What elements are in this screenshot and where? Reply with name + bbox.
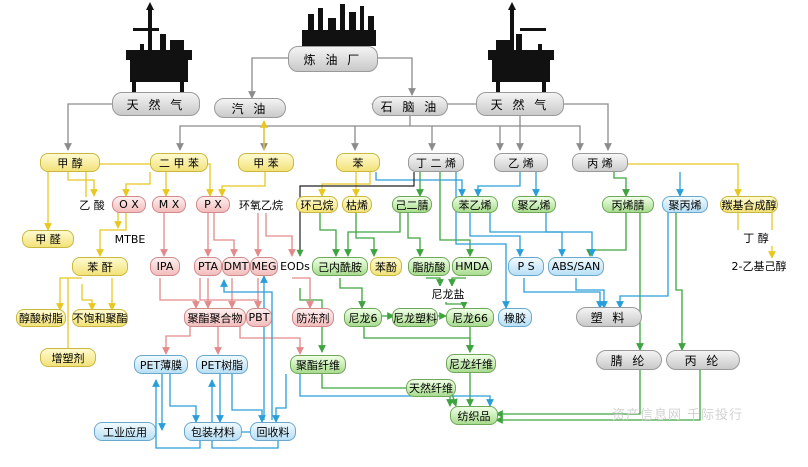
node-alkyd-resin: 醇酸树脂 <box>16 309 66 327</box>
node-adipic-acid: 脂肪酸 <box>408 257 450 276</box>
node-nylon-plastic: 尼龙塑料 <box>392 308 438 327</box>
node-natural-fiber: 天然纤维 <box>406 379 456 397</box>
black-connectors <box>296 172 415 257</box>
node-rubber: 橡胶 <box>498 308 532 327</box>
node-antifreeze: 防冻剂 <box>292 308 334 327</box>
node-polyester-compound: 聚酯聚合物 <box>184 308 246 327</box>
node-nylon6: 尼龙6 <box>344 308 382 327</box>
node-phthalic-anhydride: 苯 酐 <box>72 257 128 276</box>
node-nylon66: 尼龙66 <box>446 308 494 327</box>
node-toluene: 甲 苯 <box>238 153 294 172</box>
node-polypropylene-fiber: 丙 纶 <box>666 350 740 370</box>
node-px: P X <box>196 196 230 213</box>
node-meg: MEG <box>250 257 278 276</box>
node-natural-gas-left: 天 然 气 <box>112 92 200 116</box>
node-2-ethylhexanol: 2-乙基己醇 <box>728 258 790 274</box>
node-propylene: 丙 烯 <box>572 153 628 172</box>
pink-connectors <box>159 212 314 355</box>
node-packaging: 包装材料 <box>184 422 242 441</box>
node-oxo-alcohol: 羰基合成醇 <box>720 196 778 213</box>
node-ipa: IPA <box>150 257 180 276</box>
node-nylon-salt: 尼龙盐 <box>428 286 468 302</box>
node-pta: PTA <box>194 257 222 276</box>
node-phenol: 苯酚 <box>370 257 402 276</box>
node-styrene: 苯乙烯 <box>452 196 498 213</box>
node-methanol: 甲 醇 <box>40 153 100 172</box>
node-cumene: 枯烯 <box>342 196 372 213</box>
node-mtbe: MTBE <box>110 231 150 247</box>
oil-platform-left-icon <box>126 2 192 92</box>
node-unsaturated-polyester: 不饱和聚酯 <box>72 309 128 327</box>
node-polyethylene: 聚乙烯 <box>512 196 556 213</box>
node-abs-san: ABS/SAN <box>548 257 604 276</box>
node-adiponitrile: 己二腈 <box>392 196 432 213</box>
node-acrylonitrile: 丙烯腈 <box>602 196 654 213</box>
node-butadiene: 丁 二 烯 <box>408 153 464 172</box>
node-ethylene: 乙 烯 <box>494 153 548 172</box>
node-plastics: 塑 料 <box>576 307 642 327</box>
watermark: 资产信息网 千际投行 <box>612 408 744 423</box>
node-recycled: 回收料 <box>250 422 296 441</box>
node-plasticizer: 增塑剂 <box>40 348 96 367</box>
node-dmt: DMT <box>222 257 250 276</box>
node-pbt: PBT <box>246 308 272 327</box>
node-xylene: 二 甲 苯 <box>150 153 208 172</box>
node-polyester-fiber: 聚酯纤维 <box>290 355 346 374</box>
node-refinery: 炼 油 厂 <box>288 46 378 72</box>
node-hmda: HMDA <box>452 257 492 276</box>
node-benzene: 苯 <box>336 153 380 172</box>
node-mx: M X <box>152 196 186 213</box>
node-ethylene-oxide: 环氧乙烷 <box>236 197 286 213</box>
node-pet-resin: PET树脂 <box>196 355 248 374</box>
node-ps: P S <box>508 257 544 276</box>
node-gasoline: 汽 油 <box>214 98 286 118</box>
node-pet-film: PET薄膜 <box>134 355 188 374</box>
node-cyclohexane: 环己烷 <box>296 196 338 213</box>
node-acrylic-fiber: 腈 纶 <box>596 350 662 370</box>
node-butanol: 丁 醇 <box>736 230 776 246</box>
node-naphtha: 石 脑 油 <box>372 96 448 116</box>
node-natural-gas-right: 天 然 气 <box>476 92 564 116</box>
node-textiles: 纺织品 <box>450 406 498 425</box>
node-acetic-acid: 乙 酸 <box>72 197 112 213</box>
node-industrial-use: 工业应用 <box>94 422 156 441</box>
node-formaldehyde: 甲 醛 <box>22 230 74 248</box>
node-caprolactam: 己内酰胺 <box>312 257 368 276</box>
node-eods: EODs <box>280 258 310 274</box>
oil-platform-right-icon <box>488 2 554 92</box>
node-ox: O X <box>112 196 146 213</box>
node-polypropylene: 聚丙烯 <box>662 196 708 213</box>
node-nylon-fiber: 尼龙纤维 <box>446 354 496 373</box>
refinery-skyline-icon <box>302 4 376 46</box>
